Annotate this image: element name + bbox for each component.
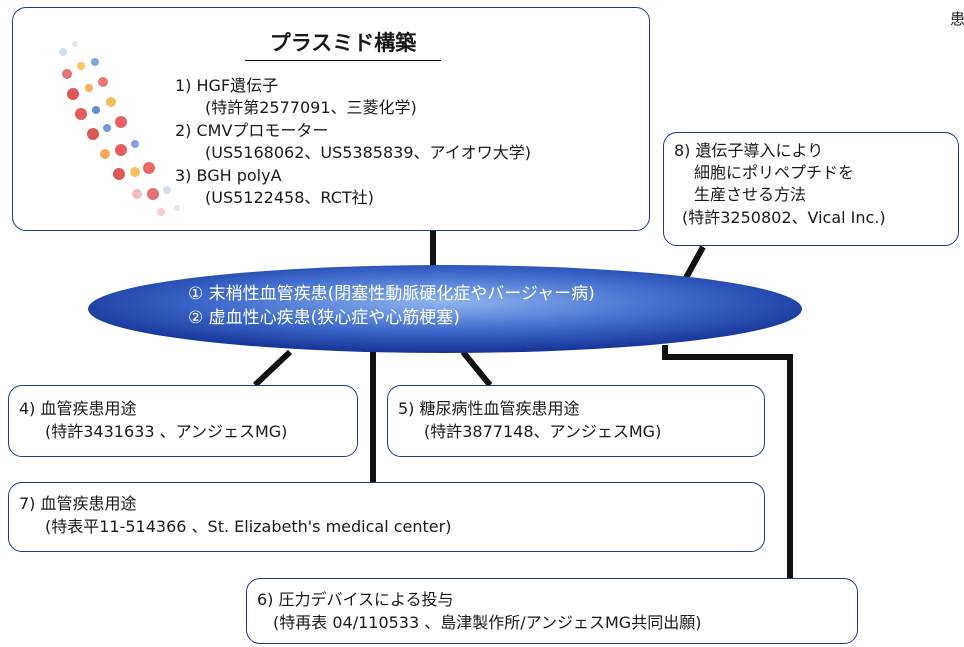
plasmid-item-2-label: 2) CMVプロモーター xyxy=(175,121,329,140)
corner-label: 患 xyxy=(950,10,964,28)
box-6-detail: (特再表 04/110533 、島津製作所/アンジェスMG共同出願) xyxy=(273,613,702,632)
center-line-2: ② 虚血性心疾患(狭心症や心筋梗塞) xyxy=(188,308,460,328)
box-5-label: 5) 糖尿病性血管疾患用途 xyxy=(398,399,580,418)
box-5: 5) 糖尿病性血管疾患用途 (特許3877148、アンジェスMG) xyxy=(387,385,765,457)
box-6: 6) 圧力デバイスによる投与 (特再表 04/110533 、島津製作所/アンジ… xyxy=(246,578,858,644)
plasmid-item-2-detail: (US5168062、US5385839、アイオワ大学) xyxy=(205,143,531,162)
center-text: ① 末梢性血管疾患(閉塞性動脈硬化症やバージャー病) ② 虚血性心疾患(狭心症や… xyxy=(180,282,740,330)
box-8-line-2: 細胞にポリペプチドを xyxy=(694,163,855,182)
box-7: 7) 血管疾患用途 (特表平11-514366 、St. Elizabeth's… xyxy=(8,482,765,552)
box-4: 4) 血管疾患用途 (特許3431633 、アンジェスMG) xyxy=(8,385,358,457)
connector-center-box6 xyxy=(662,345,793,578)
dna-helix-icon xyxy=(59,41,180,216)
plasmid-title: プラスミド構築 xyxy=(245,30,441,61)
connector-center-box5 xyxy=(460,350,493,387)
box-4-detail: (特許3431633 、アンジェスMG) xyxy=(45,422,288,441)
box-4-label: 4) 血管疾患用途 xyxy=(19,399,137,418)
box-5-detail: (特許3877148、アンジェスMG) xyxy=(424,422,662,441)
plasmid-item-1-label: 1) HGF遺伝子 xyxy=(175,76,279,95)
box-8: 8) 遺伝子導入により 細胞にポリペプチドを 生産させる方法 (特許325080… xyxy=(663,132,959,246)
plasmid-box: プラスミド構築 1) HGF遺伝子 (特許第2577091、三菱化学) 2) C… xyxy=(12,7,650,231)
box-8-line-3: 生産させる方法 xyxy=(694,185,807,204)
center-line-1: ① 末梢性血管疾患(閉塞性動脈硬化症やバージャー病) xyxy=(188,284,595,304)
box-8-line-1: 8) 遺伝子導入により xyxy=(674,141,824,160)
plasmid-item-3-label: 3) BGH polyA xyxy=(175,166,282,185)
box-7-label: 7) 血管疾患用途 xyxy=(19,494,137,513)
plasmid-item-3-detail: (US5122458、RCT社) xyxy=(205,188,374,207)
plasmid-item-1-detail: (特許第2577091、三菱化学) xyxy=(205,98,417,117)
box-7-detail: (特表平11-514366 、St. Elizabeth's medical c… xyxy=(45,517,452,536)
box-8-line-4: (特許3250802、Vical Inc.) xyxy=(682,208,886,227)
connector-center-box4 xyxy=(252,349,293,388)
box-6-label: 6) 圧力デバイスによる投与 xyxy=(257,590,454,609)
